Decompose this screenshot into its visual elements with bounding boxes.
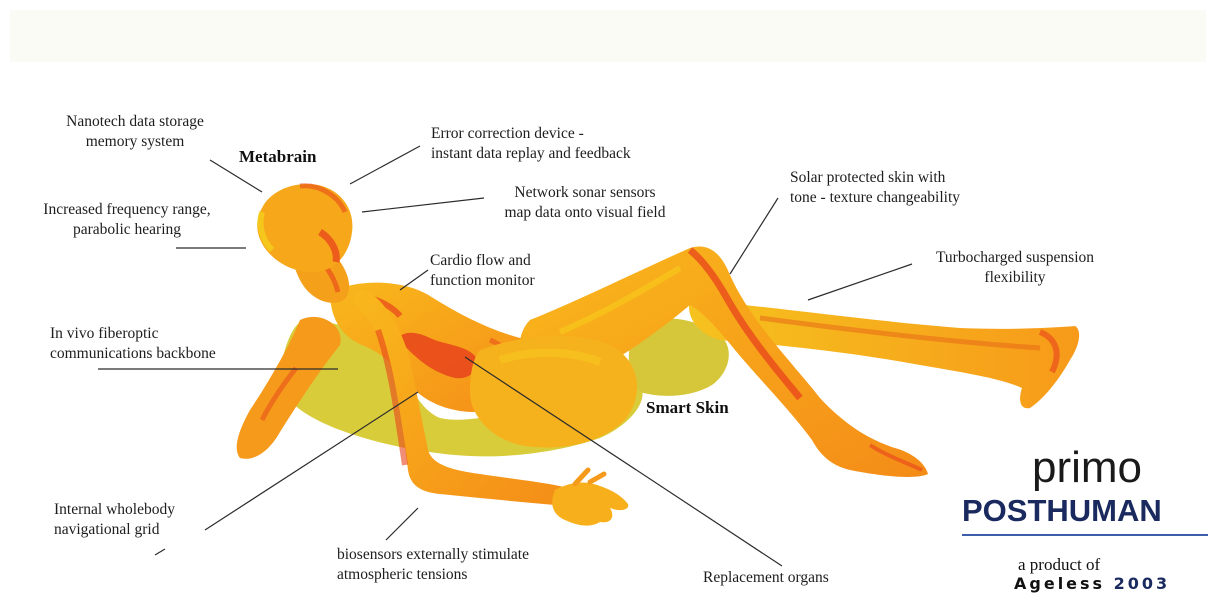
label-fiberoptic-backbone: In vivo fiberoptic communications backbo… <box>50 324 216 364</box>
label-line: Turbocharged suspension <box>902 248 1128 268</box>
label-network-sonar: Network sonar sensors map data onto visu… <box>472 183 698 223</box>
logo-product-of: a product of <box>1018 555 1100 575</box>
label-line: parabolic hearing <box>12 220 242 240</box>
logo-divider <box>962 534 1208 536</box>
label-solar-skin: Solar protected skin with tone - texture… <box>790 168 960 208</box>
label-line: Cardio flow and <box>430 251 535 271</box>
label-replacement-organs: Replacement organs <box>703 568 829 588</box>
label-line: instant data replay and feedback <box>431 144 631 164</box>
label-line: In vivo fiberoptic <box>50 324 216 344</box>
leader-cardio <box>400 270 428 290</box>
label-line: function monitor <box>430 271 535 291</box>
leader-biosensors <box>386 508 418 540</box>
label-line: biosensors externally stimulate <box>337 545 529 565</box>
leader-network-sonar <box>362 198 484 212</box>
label-line: flexibility <box>902 268 1128 288</box>
label-line: Error correction device - <box>431 124 631 144</box>
head <box>257 184 352 272</box>
label-line: memory system <box>40 132 230 152</box>
logo-posthuman: POSTHUMAN <box>962 494 1162 528</box>
label-line: atmospheric tensions <box>337 565 529 585</box>
logo-ageless: Ageless <box>1014 574 1105 593</box>
label-nanotech-storage: Nanotech data storage memory system <box>40 112 230 152</box>
label-line: Network sonar sensors <box>472 183 698 203</box>
label-line: Increased frequency range, <box>12 200 242 220</box>
label-turbocharged-suspension: Turbocharged suspension flexibility <box>902 248 1128 288</box>
label-smart-skin: Smart Skin <box>646 398 729 418</box>
label-metabrain: Metabrain <box>239 147 316 167</box>
label-error-correction: Error correction device - instant data r… <box>431 124 631 164</box>
leader-suspension <box>808 264 912 300</box>
logo-year: 2003 <box>1114 574 1171 593</box>
label-biosensors: biosensors externally stimulate atmosphe… <box>337 545 529 585</box>
label-line: communications backbone <box>50 344 216 364</box>
logo-primo: primo <box>1032 446 1142 490</box>
label-frequency-range: Increased frequency range, parabolic hea… <box>12 200 242 240</box>
leader-error-correction <box>350 146 420 184</box>
label-line: Nanotech data storage <box>40 112 230 132</box>
label-line: Internal wholebody <box>54 500 175 520</box>
leader-navigation-tail <box>155 549 165 555</box>
leader-solar-skin <box>730 198 778 274</box>
logo-ageless-year: Ageless 2003 <box>1014 574 1170 594</box>
label-line: Solar protected skin with <box>790 168 960 188</box>
label-navigation-grid: Internal wholebody navigational grid <box>54 500 175 540</box>
label-line: navigational grid <box>54 520 175 540</box>
label-line: map data onto visual field <box>472 203 698 223</box>
label-cardio-monitor: Cardio flow and function monitor <box>430 251 535 291</box>
label-line: tone - texture changeability <box>790 188 960 208</box>
